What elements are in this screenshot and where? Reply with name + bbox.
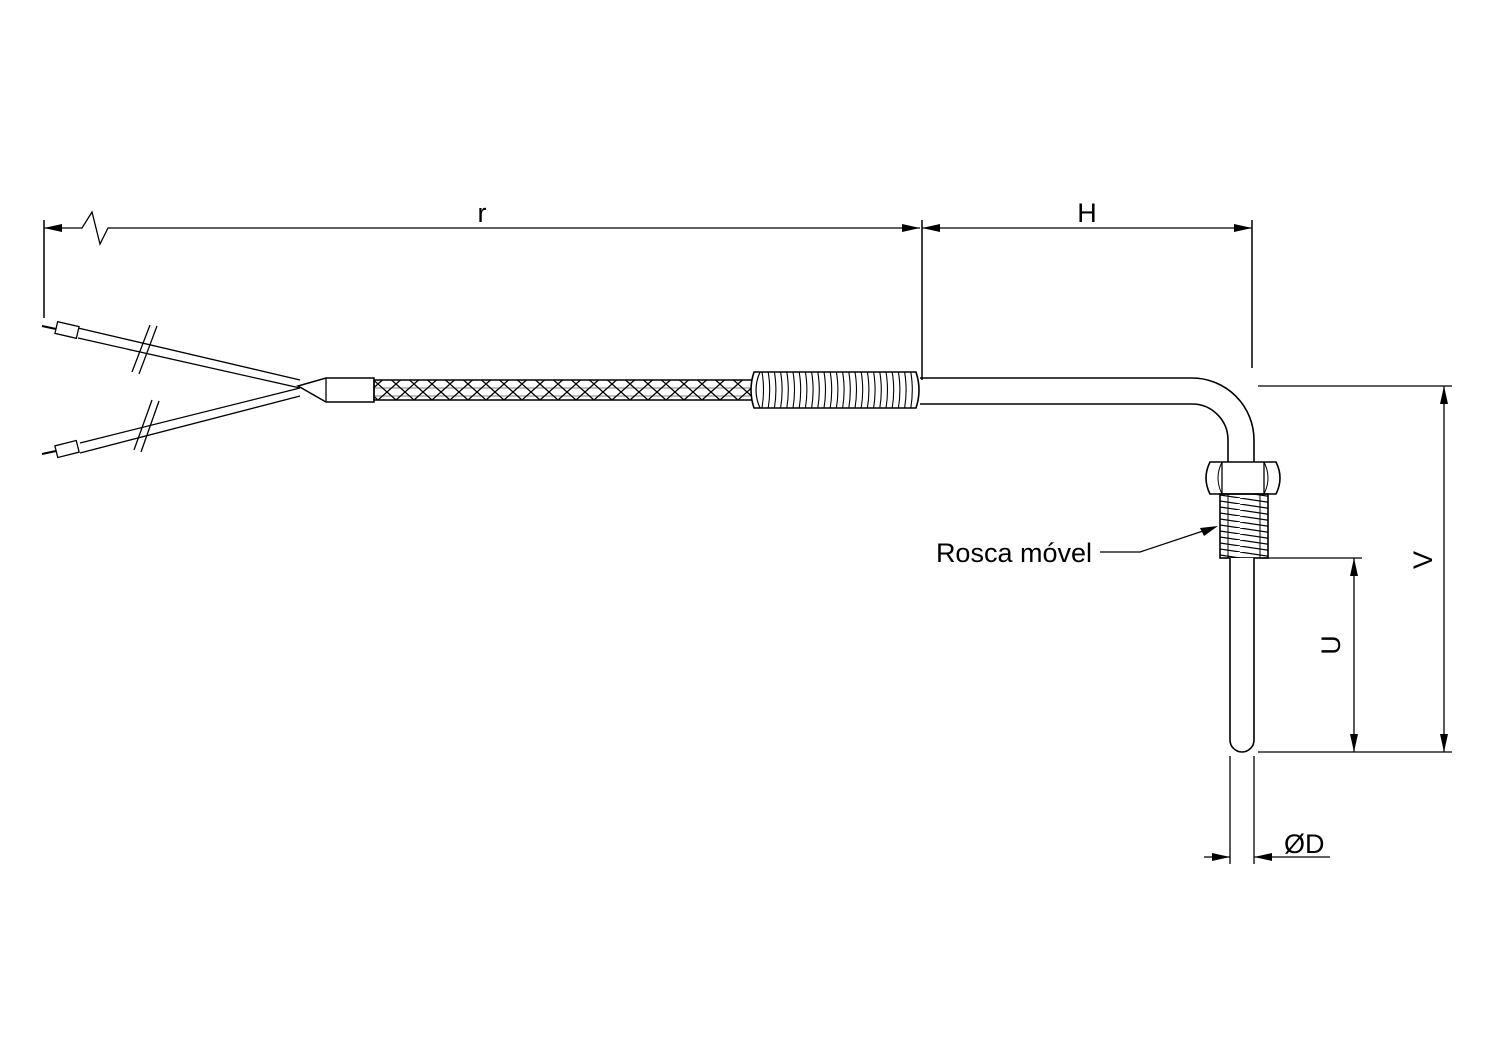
spring-coil bbox=[767, 371, 771, 409]
thread-callout-label: Rosca móvel bbox=[936, 538, 1092, 568]
dimension-v-label: V bbox=[1408, 551, 1438, 569]
spring-coil bbox=[817, 371, 820, 409]
sheath bbox=[920, 377, 1255, 464]
spring-coil bbox=[873, 371, 876, 409]
spring-coil bbox=[804, 371, 808, 409]
dimension-d: ØD bbox=[1204, 756, 1330, 864]
spring-coil bbox=[854, 371, 858, 409]
dimension-h-label: H bbox=[1077, 198, 1097, 228]
spring-coil bbox=[823, 371, 827, 409]
spring-coil bbox=[879, 371, 882, 409]
spring-coil bbox=[761, 371, 765, 409]
braided-cable bbox=[373, 379, 753, 401]
thread-section bbox=[1219, 493, 1269, 559]
thread-callout: Rosca móvel bbox=[936, 526, 1218, 568]
dimension-v: V bbox=[1258, 385, 1452, 753]
spring-coil bbox=[842, 371, 845, 409]
dimension-r-label: r bbox=[478, 198, 487, 228]
spring-coil bbox=[860, 371, 864, 409]
spring-coil bbox=[910, 371, 913, 409]
spring-relief bbox=[750, 371, 920, 409]
spring-coil bbox=[885, 371, 889, 409]
spring-coil bbox=[866, 371, 870, 409]
spring-coil bbox=[780, 371, 783, 409]
spring-coil bbox=[848, 371, 851, 409]
spring-coil bbox=[792, 371, 796, 409]
hex-nut bbox=[1205, 461, 1281, 495]
dimension-r: r bbox=[43, 198, 920, 318]
dimension-d-label: ØD bbox=[1284, 829, 1325, 859]
spring-coil bbox=[897, 371, 901, 409]
spring-coil bbox=[904, 371, 907, 409]
transition-sleeve bbox=[296, 377, 375, 403]
dimension-h: H bbox=[921, 198, 1253, 380]
probe-tip bbox=[1229, 558, 1255, 753]
dimension-u: U bbox=[1262, 557, 1362, 752]
spring-coil bbox=[786, 371, 789, 409]
spring-coil bbox=[835, 371, 839, 409]
spring-coil bbox=[891, 371, 895, 409]
spring-coil bbox=[811, 371, 814, 409]
spring-coil bbox=[829, 371, 833, 409]
lead-wires bbox=[41, 320, 301, 459]
spring-coil bbox=[798, 371, 802, 409]
dimension-u-label: U bbox=[1316, 635, 1346, 655]
spring-coil bbox=[773, 371, 777, 409]
